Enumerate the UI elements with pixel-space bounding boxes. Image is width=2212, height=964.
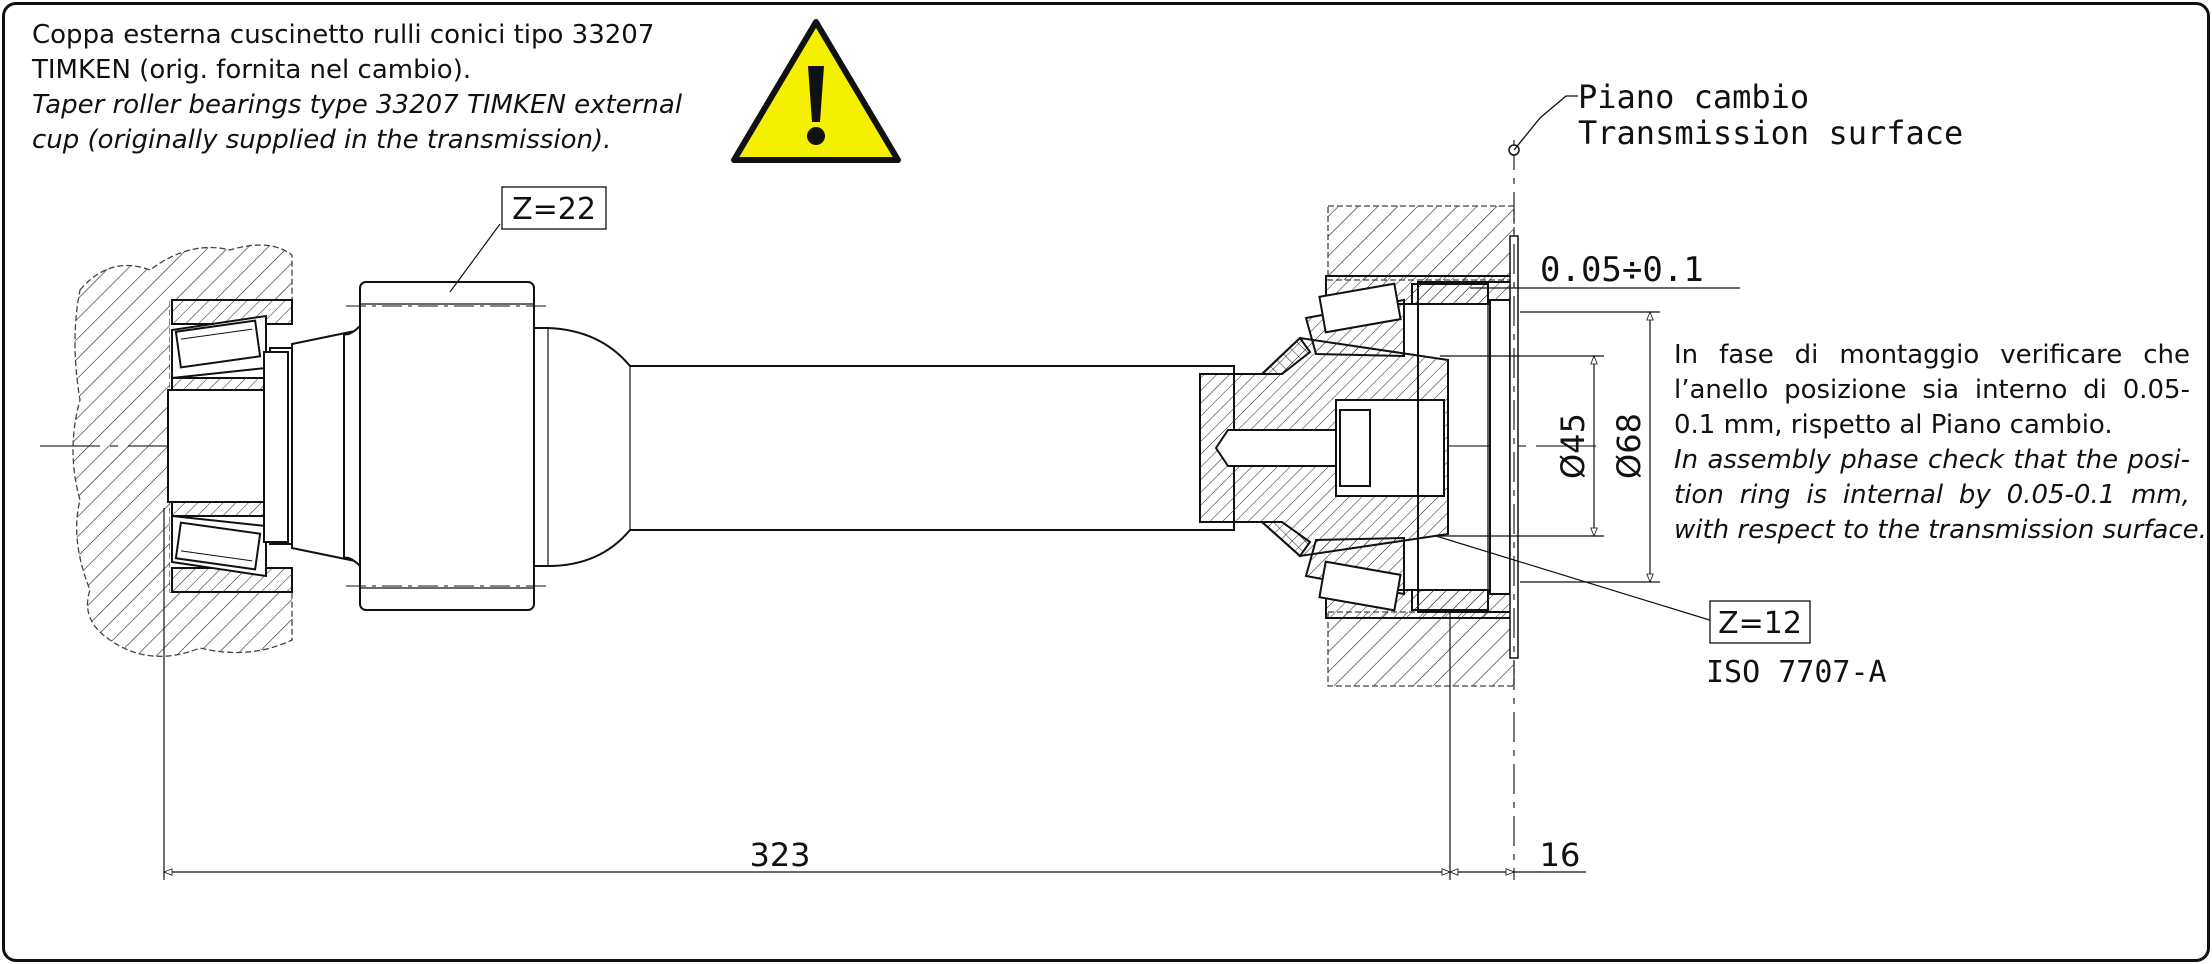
assembly-note-it-line3: 0.1 mm, rispetto al Piano cambio.: [1674, 410, 2113, 440]
assembly-note-it-line2: l’anello posizione sia interno di 0.05-: [1674, 375, 2190, 405]
surface-leader: [1513, 95, 1578, 151]
left-bearing: [171, 299, 293, 593]
diameter-45-text: Ø45: [1554, 413, 1592, 479]
gear-z12-label: Z=12: [1709, 600, 1811, 644]
warning-triangle-icon: [731, 19, 901, 163]
right-housing: [1327, 205, 1515, 687]
diameter-68-text: Ø68: [1610, 413, 1648, 479]
spline-standard-text: ISO 7707-A: [1706, 655, 1887, 690]
surface-label-en: Transmission surface: [1578, 114, 1963, 152]
gear-z12-text: Z=12: [1718, 606, 1802, 641]
assembly-note-en-line3: with respect to the transmission surface…: [1674, 515, 2207, 545]
assembly-note-it-line1: In fase di montaggio verificare che: [1674, 340, 2190, 370]
assembly-note: In fase di montaggio verificare che l’an…: [1674, 338, 2207, 548]
bearing-note-it-line1: Coppa esterna cuscinetto rulli conici ti…: [32, 20, 655, 50]
gear-z22-text: Z=22: [512, 192, 596, 227]
length-16-text: 16: [1540, 836, 1581, 874]
dimension-lines: [162, 310, 1660, 880]
assembly-note-en-line1: In assembly phase check that the posi-: [1674, 445, 2190, 475]
leader-lines: [449, 223, 1740, 623]
right-bearing-section: [1199, 235, 1519, 659]
bearing-note: Coppa esterna cuscinetto rulli conici ti…: [32, 18, 692, 158]
tolerance-text: 0.05÷0.1: [1540, 250, 1704, 290]
surface-label-it: Piano cambio: [1578, 78, 1809, 116]
shaft: [167, 281, 1235, 611]
assembly-note-en-line2: tion ring is internal by 0.05-0.1 mm,: [1674, 480, 2190, 510]
length-323-text: 323: [749, 836, 810, 874]
bearing-note-en-line1: Taper roller bearings type 33207 TIMKEN …: [32, 90, 683, 120]
bearing-note-it-line2: TIMKEN (orig. fornita nel cambio).: [32, 55, 472, 85]
gear-z22-label: Z=22: [501, 186, 607, 230]
bearing-note-en-line2: cup (originally supplied in the transmis…: [32, 125, 612, 155]
